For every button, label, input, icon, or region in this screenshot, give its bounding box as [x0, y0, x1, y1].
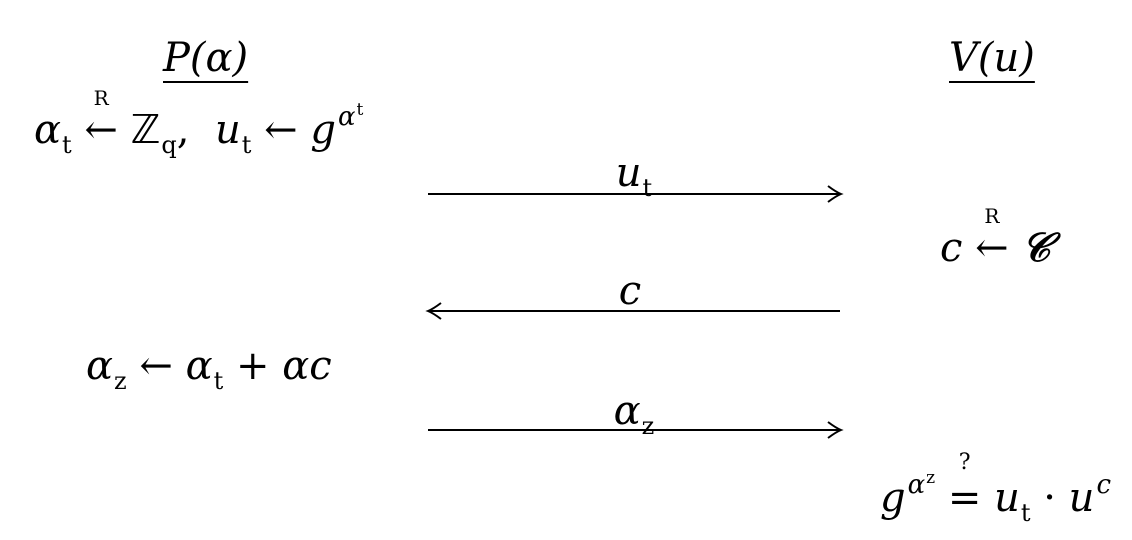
alpha-subscript: t: [62, 131, 72, 159]
exponent-subscript: t: [356, 100, 364, 120]
message-1-arrow: [428, 185, 844, 203]
message-3-arrow: [428, 421, 844, 439]
equals-sign: =: [947, 475, 982, 521]
separator: ,: [176, 107, 190, 153]
sample-mark-2: R: [984, 204, 1000, 228]
message-1-label: ut: [534, 150, 734, 202]
msg1-var: u: [615, 150, 642, 196]
alpha-c-term: αc: [282, 343, 332, 389]
message-2-arrow: [425, 302, 840, 320]
u-t-symbol: u: [994, 475, 1020, 521]
u-exponent: c: [1096, 470, 1111, 500]
g-exponent: αt: [338, 102, 363, 132]
alpha-symbol: α: [34, 107, 62, 153]
alpha-t-symbol: α: [185, 343, 213, 389]
verifier-title: V(u): [949, 35, 1035, 81]
msg1-sub: t: [642, 174, 653, 202]
dot-operator: ·: [1043, 475, 1056, 521]
assign-arrow: ←: [84, 107, 118, 153]
prover-response: αz ← αt + αc: [86, 343, 332, 393]
message-3-label: αz: [534, 388, 734, 440]
msg3-sub: z: [641, 412, 655, 440]
exponent-alpha-2: α: [907, 470, 926, 500]
g-exponent-2: αz: [908, 470, 936, 500]
group-subscript: q: [161, 131, 177, 159]
alpha-t-subscript: t: [213, 367, 224, 395]
assign-arrow-3: ←: [139, 343, 173, 389]
challenge-set: 𝒞: [1021, 224, 1051, 271]
random-sample-arrow: R←: [84, 88, 118, 153]
sample-mark: R: [93, 86, 109, 110]
g-symbol-2: g: [880, 475, 906, 521]
question-equals: ?=: [947, 452, 982, 521]
alpha-z-symbol: α: [86, 343, 114, 389]
u-t-subscript: t: [1020, 499, 1031, 527]
question-mark: ?: [958, 450, 971, 475]
exponent-alpha: α: [337, 102, 356, 132]
msg3-var: α: [613, 388, 641, 434]
u-symbol-2: u: [1068, 475, 1095, 521]
assign-arrow-2: ←: [264, 107, 298, 153]
alpha-z-subscript: z: [114, 367, 127, 395]
plus-sign: +: [236, 343, 270, 389]
exponent-subscript-2: z: [926, 468, 936, 488]
g-symbol: g: [310, 107, 336, 153]
prover-commitment: αt R← ℤq, ut ← gαt: [34, 88, 363, 157]
u-symbol: u: [214, 107, 241, 153]
message-2-label: c: [618, 268, 642, 314]
verifier-check: gαz ?= ut · uc: [880, 452, 1111, 526]
verifier-challenge: c R← 𝒞: [940, 204, 1051, 271]
prover-title: P(α): [163, 35, 249, 81]
c-symbol: c: [940, 225, 963, 271]
u-subscript: t: [241, 131, 252, 159]
random-sample-arrow-2: R←: [975, 204, 1009, 271]
group-symbol: ℤ: [130, 107, 161, 153]
